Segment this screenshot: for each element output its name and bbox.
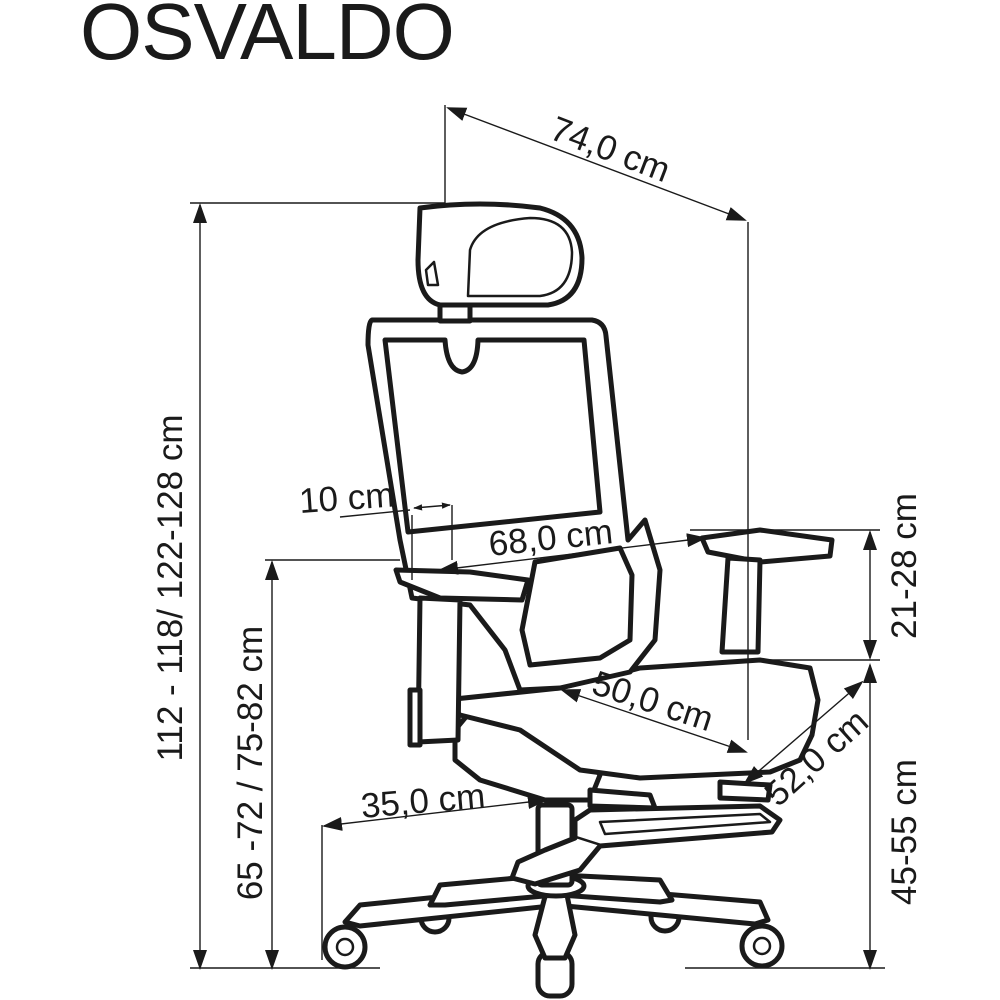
label-width: 74,0 cm (545, 109, 675, 190)
backrest-mesh (382, 337, 603, 535)
product-title: OSVALDO (80, 0, 455, 76)
dim-line-armrest-spacing (438, 533, 707, 575)
label-armrest-above-seat: 21-28 cm (885, 493, 924, 639)
right-armrest (699, 527, 835, 655)
dimension-lines (190, 105, 885, 970)
footrest (509, 803, 783, 887)
dim-line-seat-depth (743, 680, 864, 785)
label-armrest-height: 65 -72 / 75-82 cm (231, 626, 270, 900)
lumbar-window (519, 545, 635, 668)
headrest (415, 201, 585, 324)
dim-line-armrest-pad (413, 502, 451, 511)
label-footrest: 35,0 cm (359, 776, 486, 826)
dim-line-seat-width (560, 689, 748, 753)
label-total-height: 112 - 118/ 122-128 cm (151, 415, 190, 762)
star-base (342, 872, 771, 961)
label-seat-height: 45-55 cm (885, 759, 924, 905)
left-armrest (393, 567, 531, 748)
chair-illustration (322, 201, 835, 999)
label-armrest-pad: 10 cm (298, 475, 396, 521)
dim-line-width (446, 107, 747, 221)
dim-line-footrest (322, 795, 548, 831)
